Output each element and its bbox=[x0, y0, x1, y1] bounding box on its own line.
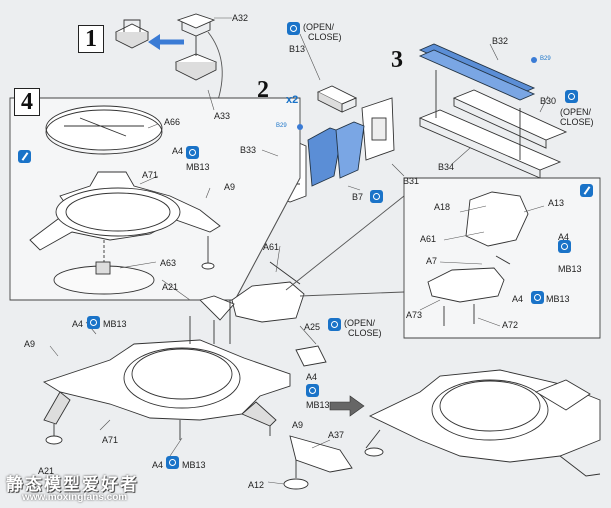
label-b7: B7 bbox=[352, 192, 364, 202]
step-4-number: 4 bbox=[14, 88, 40, 116]
label-close: CLOSE) bbox=[308, 32, 342, 42]
label-b31: B31 bbox=[403, 176, 420, 186]
label-a4: A4 bbox=[172, 146, 184, 156]
label-a4: A4 bbox=[72, 319, 84, 329]
label-a61: A61 bbox=[263, 242, 280, 252]
cement-icon bbox=[531, 291, 544, 304]
label-a18: A18 bbox=[434, 202, 451, 212]
label-a4: A4 bbox=[152, 460, 164, 470]
cement-icon bbox=[287, 22, 300, 35]
cement-icon bbox=[186, 146, 199, 159]
step1-parts bbox=[114, 13, 223, 101]
label-a71: A71 bbox=[102, 435, 119, 445]
label-open: (OPEN/ bbox=[303, 22, 335, 32]
cement-icon bbox=[166, 456, 179, 469]
label-a13: A13 bbox=[548, 198, 565, 208]
label-mb13: MB13 bbox=[306, 400, 330, 410]
label-mb13: MB13 bbox=[546, 294, 570, 304]
paint-icon bbox=[18, 150, 31, 163]
label-a73: A73 bbox=[406, 310, 423, 320]
cement-icon bbox=[370, 190, 383, 203]
label-a9: A9 bbox=[224, 182, 236, 192]
label-a71: A71 bbox=[142, 170, 159, 180]
label-open: (OPEN/ bbox=[344, 318, 376, 328]
label-b32: B32 bbox=[492, 36, 509, 46]
ref-label: B29 bbox=[540, 56, 551, 62]
label-a9: A9 bbox=[24, 339, 36, 349]
label-mb13: MB13 bbox=[182, 460, 206, 470]
paint-icon bbox=[580, 184, 593, 197]
label-b13: B13 bbox=[289, 44, 306, 54]
label-a66: A66 bbox=[164, 117, 181, 127]
watermark-url: www.moxingfans.com bbox=[22, 492, 128, 503]
label-mb13: MB13 bbox=[186, 162, 210, 172]
label-a4: A4 bbox=[558, 232, 570, 242]
label-mb13: MB13 bbox=[103, 319, 127, 329]
label-a21: A21 bbox=[38, 466, 55, 476]
label-a25: A25 bbox=[304, 322, 321, 332]
watermark-title: 静态模型爱好者 bbox=[6, 475, 139, 494]
label-a61: A61 bbox=[420, 234, 437, 244]
step-2-number: 2 bbox=[257, 77, 269, 103]
label-b33: B33 bbox=[240, 145, 257, 155]
label-a63: A63 bbox=[160, 258, 177, 268]
label-a12: A12 bbox=[248, 480, 265, 490]
label-open: (OPEN/ bbox=[560, 107, 592, 117]
cement-icon bbox=[558, 240, 571, 253]
label-a9: A9 bbox=[292, 420, 304, 430]
label-a7: A7 bbox=[426, 256, 438, 266]
label-a37: A37 bbox=[328, 430, 345, 440]
cement-icon bbox=[306, 384, 319, 397]
label-a4: A4 bbox=[512, 294, 524, 304]
step-1-number: 1 bbox=[78, 25, 104, 53]
step3-parts bbox=[418, 43, 568, 179]
ref-label: B29 bbox=[276, 123, 287, 129]
label-mb13: MB13 bbox=[558, 264, 582, 274]
label-a33: A33 bbox=[214, 111, 231, 121]
label-close: CLOSE) bbox=[348, 328, 382, 338]
label-b30: B30 bbox=[540, 96, 557, 106]
label-a72: A72 bbox=[502, 320, 519, 330]
quantity-x2: x2 bbox=[286, 94, 299, 106]
cement-icon bbox=[87, 316, 100, 329]
step-3-number: 3 bbox=[391, 47, 403, 73]
label-a4: A4 bbox=[306, 372, 318, 382]
cement-icon bbox=[565, 90, 578, 103]
label-close: CLOSE) bbox=[560, 117, 594, 127]
label-b34: B34 bbox=[438, 162, 455, 172]
label-a32: A32 bbox=[232, 13, 249, 23]
label-a21: A21 bbox=[162, 282, 179, 292]
cement-icon bbox=[328, 318, 341, 331]
